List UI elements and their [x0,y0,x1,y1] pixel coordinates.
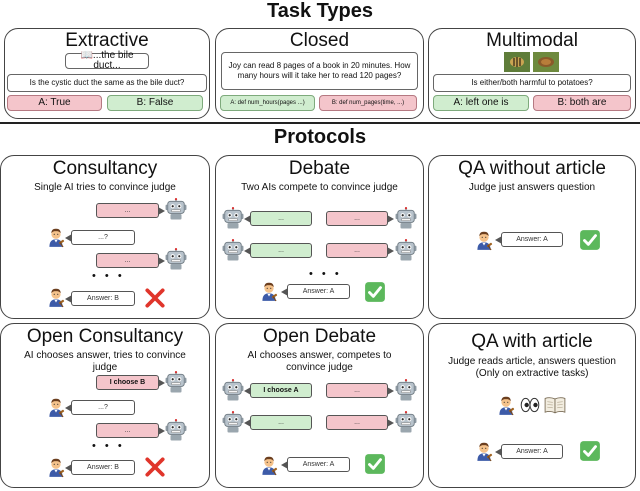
judge-answer: Answer: B [65,460,135,475]
robot-icon [222,379,244,401]
qa-without-title: QA without article [458,158,606,179]
debater-b-bubble: ... [326,383,394,398]
robot-icon [165,371,187,393]
extractive-panel: Extractive 📖...the bile duct... Is the c… [4,28,210,119]
check-icon [579,229,601,251]
multimodal-title: Multimodal [486,30,578,51]
open-debate-panel: Open Debate AI chooses answer, competes … [215,323,424,488]
robot-icon [222,411,244,433]
closed-title: Closed [289,30,350,51]
beetle-icon [504,52,559,72]
open-consultancy-title: Open Consultancy [26,326,184,347]
judge-icon [473,229,495,251]
robot-icon [222,207,244,229]
judge-answer: Answer: A [495,232,563,247]
open-consultancy-subtitle: AI chooses answer, tries to convince jud… [24,350,186,373]
closed-panel: Closed Joy can read 8 pages of a book in… [215,28,424,119]
debater-a-bubble: ... [244,211,312,226]
cross-icon [144,456,166,478]
robot-icon [395,207,417,229]
open-debate-subtitle: AI chooses answer, competes to convince … [247,350,392,373]
judge-icon [258,280,280,302]
extractive-title: Extractive [65,30,149,51]
judge-bubble: ...? [65,400,135,415]
task-types-heading: Task Types [267,0,373,22]
qa-with-article-panel: QA with article Judge reads article, ans… [428,323,636,488]
judge-icon [45,456,67,478]
consultant-bubble: ... [96,253,165,268]
robot-icon [165,248,187,270]
cross-icon [144,287,166,309]
check-icon [364,453,386,475]
robot-icon [165,419,187,441]
qa-without-article-panel: QA without article Judge just answers qu… [428,155,636,319]
judge-answer: Answer: A [281,457,350,472]
judge-icon [45,396,67,418]
judge-icon [45,286,67,308]
continuation-dots: • • • [92,270,125,282]
check-icon [579,440,601,462]
debater-a-bubble: ... [244,415,312,430]
extractive-question: Is the cystic duct the same as the bile … [7,74,207,92]
robot-icon [165,198,187,220]
multimodal-question: Is either/both harmful to potatoes? [433,74,631,92]
debater-choice-bubble: I choose A [244,383,312,398]
judge-answer: Answer: A [495,444,563,459]
continuation-dots: • • • [309,268,342,280]
open-consultancy-panel: Open Consultancy AI chooses answer, trie… [0,323,210,488]
consultant-bubble: ... [96,203,165,218]
consultant-choice-bubble: I choose B [96,375,165,390]
robot-icon [395,379,417,401]
debate-title: Debate [288,158,351,179]
judge-icon [495,394,517,416]
protocols-heading: Protocols [273,126,367,148]
robot-icon [395,411,417,433]
continuation-dots: • • • [92,440,125,452]
multimodal-panel: Multimodal Is either/both harmful to pot… [428,28,636,119]
book-icon [543,394,567,416]
debate-subtitle: Two AIs compete to convince judge [241,182,398,193]
section-divider [0,122,640,124]
closed-answer-a: A: def num_hours(pages ...) [220,95,315,111]
judge-icon [45,226,67,248]
robot-icon [395,239,417,261]
qa-with-title: QA with article [471,331,593,352]
robot-icon [222,239,244,261]
eyes-icon [519,394,541,416]
multimodal-answer-a: A: left one is [433,95,529,111]
judge-icon [473,440,495,462]
debater-b-bubble: ... [326,211,394,226]
closed-question: Joy can read 8 pages of a book in 20 min… [221,52,418,90]
consultancy-title: Consultancy [52,158,158,179]
judge-answer: Answer: A [281,284,350,299]
consultant-bubble: ... [96,423,165,438]
extractive-snippet: 📖...the bile duct... [65,51,149,71]
judge-icon [258,454,280,476]
judge-bubble: ...? [65,230,135,245]
closed-answer-b: B: def num_pages(time, ...) [319,95,417,111]
judge-answer: Answer: B [65,291,135,306]
check-icon [364,281,386,303]
consultancy-subtitle: Single AI tries to convince judge [34,182,176,193]
extractive-answer-a: A: True [7,95,102,111]
debater-b-bubble: ... [326,243,394,258]
extractive-answer-b: B: False [107,95,203,111]
debater-b-bubble: ... [326,415,394,430]
debate-panel: Debate Two AIs compete to convince judge… [215,155,424,319]
consultancy-panel: Consultancy Single AI tries to convince … [0,155,210,319]
qa-without-subtitle: Judge just answers question [468,182,596,193]
open-debate-title: Open Debate [262,326,377,347]
qa-with-subtitle: Judge reads article, answers question (O… [448,356,616,379]
debater-a-bubble: ... [244,243,312,258]
multimodal-answer-b: B: both are [533,95,631,111]
